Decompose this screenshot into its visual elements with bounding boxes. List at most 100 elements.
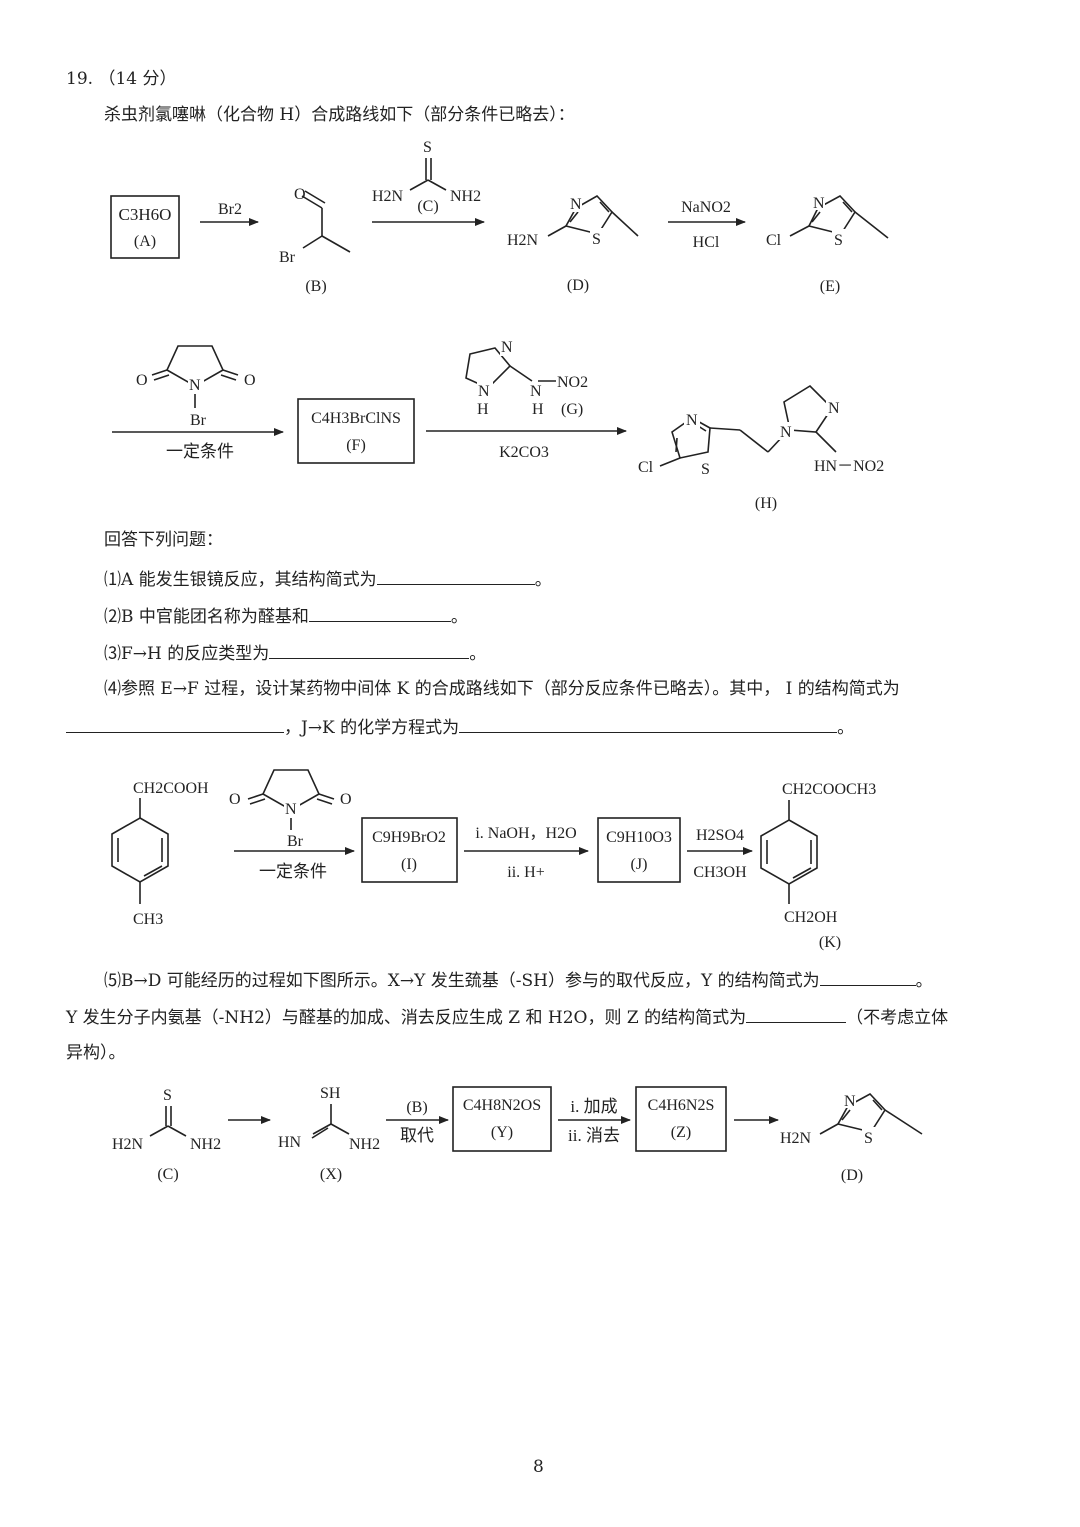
- b-oxygen: O: [294, 186, 306, 203]
- compound-i-formula: C9H9BrO2: [372, 829, 446, 846]
- compound-z-label: (Z): [671, 1124, 691, 1141]
- page-number: 8: [533, 1457, 544, 1477]
- g-nitro: NO2: [557, 374, 588, 391]
- compound-j-box: [597, 817, 681, 883]
- s4-c-label: (C): [157, 1166, 178, 1183]
- reagent-hcl: HCl: [693, 234, 720, 251]
- compound-a-label: (A): [134, 233, 156, 250]
- compound-z-box: [635, 1086, 727, 1152]
- compound-d-structure: N S H2N: [507, 194, 639, 249]
- q3: ⑶F→H 的反应类型为。: [104, 640, 486, 666]
- q2: ⑵B 中官能团名称为醛基和。: [104, 603, 468, 629]
- d-amine: H2N: [507, 232, 539, 249]
- s4-d-label: (D): [841, 1167, 863, 1184]
- s4-c-sulfur: S: [163, 1087, 172, 1104]
- q5-line1: ⑸B→D 可能经历的过程如下图所示。X→Y 发生巯基（-SH）参与的取代反应，Y…: [104, 967, 933, 993]
- q3-blank[interactable]: [269, 640, 470, 659]
- nbs2-oxygen-right: O: [340, 791, 352, 808]
- scheme-3: CH2COOH CH3 N O O Br 一定条件 C9H9BrO2 (: [111, 769, 876, 951]
- compound-z-formula: C4H6N2S: [648, 1097, 715, 1114]
- e-sulfur: S: [834, 232, 843, 249]
- questions-header: 回答下列问题：: [104, 530, 223, 550]
- d-sulfur: S: [592, 231, 601, 248]
- scheme-4: S H2N NH2 (C) SH HN NH2 (X) (B) 取代 C4H8N…: [112, 1085, 923, 1184]
- d-nitrogen: N: [570, 196, 582, 213]
- c-sulfur: S: [423, 139, 432, 156]
- q1: ⑴A 能发生银镜反应，其结构简式为。: [104, 566, 552, 592]
- g-h2: H: [532, 401, 544, 418]
- compound-j-label: (J): [631, 856, 648, 873]
- e-nitrogen: N: [813, 195, 825, 212]
- s4-x-label: (X): [320, 1166, 342, 1183]
- compound-a-box: [110, 195, 180, 259]
- compound-b-label: (B): [305, 278, 326, 295]
- q4-blank-equation[interactable]: [459, 714, 838, 733]
- h-sulfur: S: [701, 461, 710, 478]
- compound-i-label: (I): [401, 856, 417, 873]
- s4-x-thiol: SH: [320, 1085, 341, 1102]
- scheme4-x-structure: SH HN NH2: [278, 1085, 380, 1153]
- q5-blank-y[interactable]: [819, 967, 916, 986]
- start-bottom-group: CH3: [133, 911, 163, 928]
- compound-g-structure: N N H N H NO2 (G): [465, 338, 588, 418]
- reagent-br2: Br2: [218, 201, 242, 218]
- g-label: (G): [561, 401, 583, 418]
- scheme-1: C3H6O (A) Br2 O Br (B) S H2N NH2 (C): [110, 139, 889, 295]
- compound-e-structure: N S Cl: [766, 194, 889, 249]
- s4-d-sulfur: S: [864, 1130, 873, 1147]
- q5-line3: 异构）。: [66, 1043, 126, 1063]
- reagent-h2so4: H2SO4: [696, 827, 744, 844]
- s4-d-nitrogen: N: [844, 1093, 856, 1110]
- h-nitrogen-3: N: [828, 400, 840, 417]
- h-chlorine: Cl: [638, 459, 654, 476]
- s4-step-elimination: ii. 消去: [568, 1126, 620, 1145]
- question-number: 19.: [66, 69, 94, 89]
- compound-y-box: [452, 1086, 552, 1152]
- nbs2-bromine: Br: [287, 833, 304, 850]
- compound-c-structure: S H2N NH2 (C): [372, 139, 481, 215]
- s4-c-right: NH2: [190, 1136, 221, 1153]
- question-score: （14 分）: [98, 69, 177, 89]
- q1-blank[interactable]: [376, 566, 535, 585]
- e-chlorine: Cl: [766, 232, 782, 249]
- nbs-bromine: Br: [190, 412, 207, 429]
- q2-blank[interactable]: [308, 603, 451, 622]
- scheme4-c-structure: S H2N NH2: [112, 1087, 221, 1153]
- nbs-oxygen-right: O: [244, 372, 256, 389]
- s4-x-right: NH2: [349, 1136, 380, 1153]
- start-top-group: CH2COOH: [133, 780, 209, 797]
- step-i: i. NaOH，H2O: [475, 825, 576, 842]
- g-nitrogen-side: N: [530, 383, 542, 400]
- condition-1: 一定条件: [166, 442, 234, 461]
- compound-j-formula: C9H10O3: [606, 829, 672, 846]
- q5-line2: Y 发生分子内氨基（-NH2）与醛基的加成、消去反应生成 Z 和 H2O，则 Z…: [66, 1004, 948, 1030]
- scheme4-d-structure: N S H2N: [780, 1092, 923, 1147]
- step-ii: ii. H+: [507, 864, 544, 881]
- reagent-nano2: NaNO2: [681, 199, 731, 216]
- reagent-ch3oh: CH3OH: [693, 864, 747, 881]
- g-nitrogen-bottom: N: [478, 383, 490, 400]
- compound-k-structure: CH2COOCH3 CH2OH: [760, 781, 876, 926]
- compound-i-box: [361, 817, 458, 883]
- compound-h-label: (H): [755, 495, 777, 512]
- q4-blank-i[interactable]: [66, 714, 284, 733]
- s4-d-amine: H2N: [780, 1130, 812, 1147]
- s4-reagent-b: (B): [406, 1099, 427, 1116]
- question-header: 19. （14 分）: [66, 67, 177, 91]
- q5-blank-z[interactable]: [746, 1004, 847, 1023]
- compound-h-structure: N S Cl N N HN－NO2: [638, 384, 884, 478]
- k-bottom-group: CH2OH: [784, 909, 838, 926]
- scheme-2: N O O Br 一定条件 C4H3BrClNS (F) N N H N H N…: [112, 338, 884, 512]
- h-nitrogen-2: N: [780, 424, 792, 441]
- nbs-structure-2: N O O Br: [229, 769, 352, 850]
- nbs2-nitrogen: N: [285, 801, 297, 818]
- compound-e-label: (E): [820, 278, 840, 295]
- compound-k-label: (K): [819, 934, 841, 951]
- nbs2-oxygen-left: O: [229, 791, 241, 808]
- compound-a-formula: C3H6O: [119, 205, 172, 224]
- k-top-group: CH2COOCH3: [782, 781, 876, 798]
- c-label: (C): [417, 198, 438, 215]
- s4-reagent-substitution: 取代: [400, 1126, 434, 1145]
- s4-step-addition: i. 加成: [570, 1097, 617, 1116]
- compound-y-formula: C4H8N2OS: [463, 1097, 541, 1114]
